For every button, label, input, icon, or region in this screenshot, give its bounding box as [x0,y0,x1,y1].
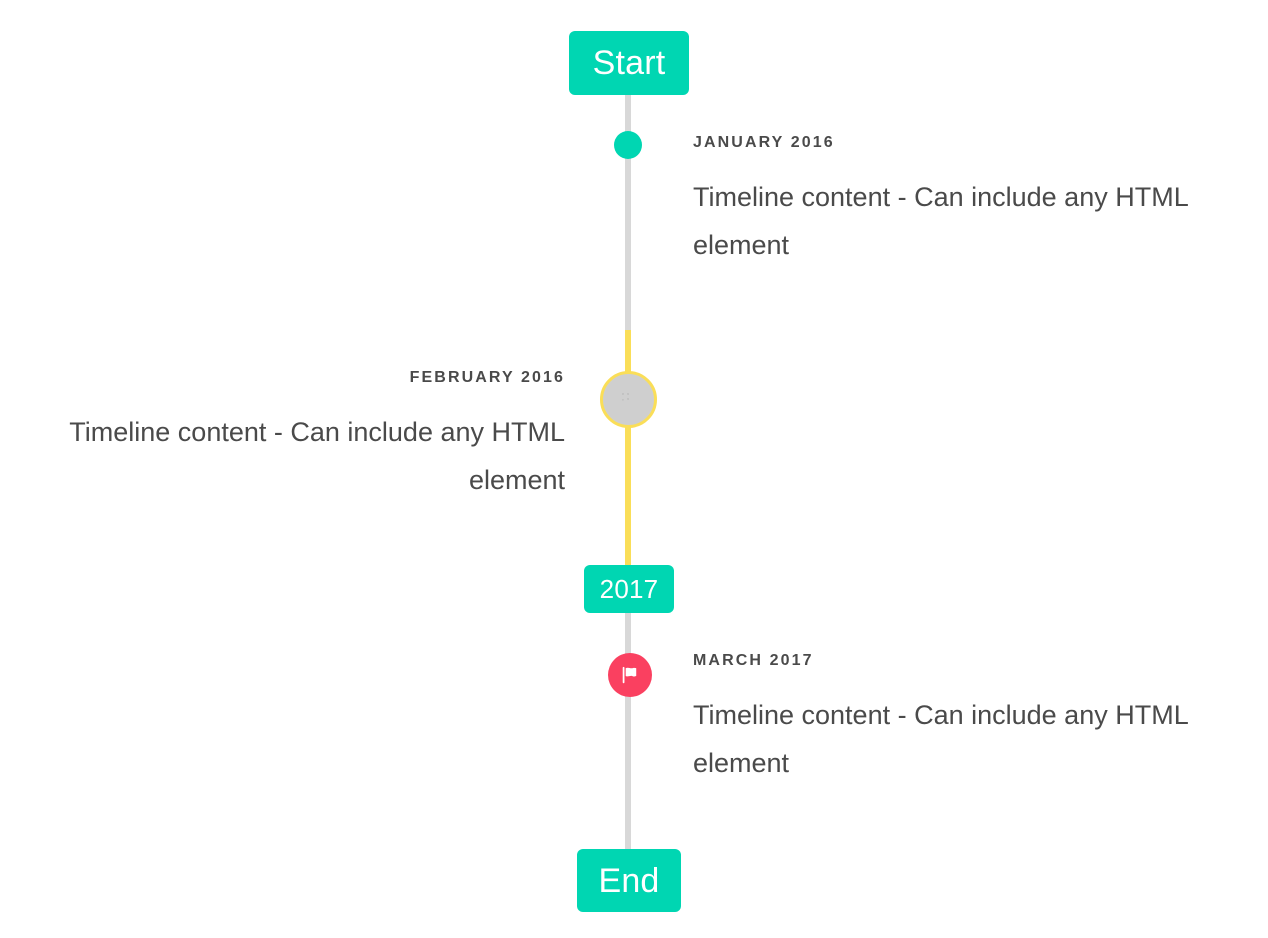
timeline-entry-body: Timeline content - Can include any HTML … [693,700,1188,779]
timeline-entry-date: MARCH 2017 [693,652,814,669]
timeline-entry-body: Timeline content - Can include any HTML … [693,182,1188,261]
timeline-entry-date: FEBRUARY 2016 [409,369,565,386]
timeline-year-badge[interactable]: 2017 [584,565,674,613]
timeline-line-segment-highlighted [625,330,631,565]
timeline-entry-body: Timeline content - Can include any HTML … [69,417,565,496]
broken-image-icon [621,392,629,401]
timeline-line-segment-top [625,94,631,330]
timeline-entry-date: JANUARY 2016 [693,134,835,151]
flag-icon [622,666,637,684]
timeline-entry-february: FEBRUARY 2016 Timeline content - Can inc… [40,370,565,504]
dot-marker-icon[interactable] [614,131,642,159]
timeline-end-badge[interactable]: End [577,849,681,912]
timeline-start-badge[interactable]: Start [569,31,689,95]
timeline-entry-january: JANUARY 2016 Timeline content - Can incl… [693,135,1221,269]
timeline-line-segment-bottom [625,613,631,849]
flag-icon-marker[interactable] [608,653,652,697]
timeline-entry-march: MARCH 2017 Timeline content - Can includ… [693,653,1221,787]
broken-image-icon-marker[interactable] [600,371,657,428]
